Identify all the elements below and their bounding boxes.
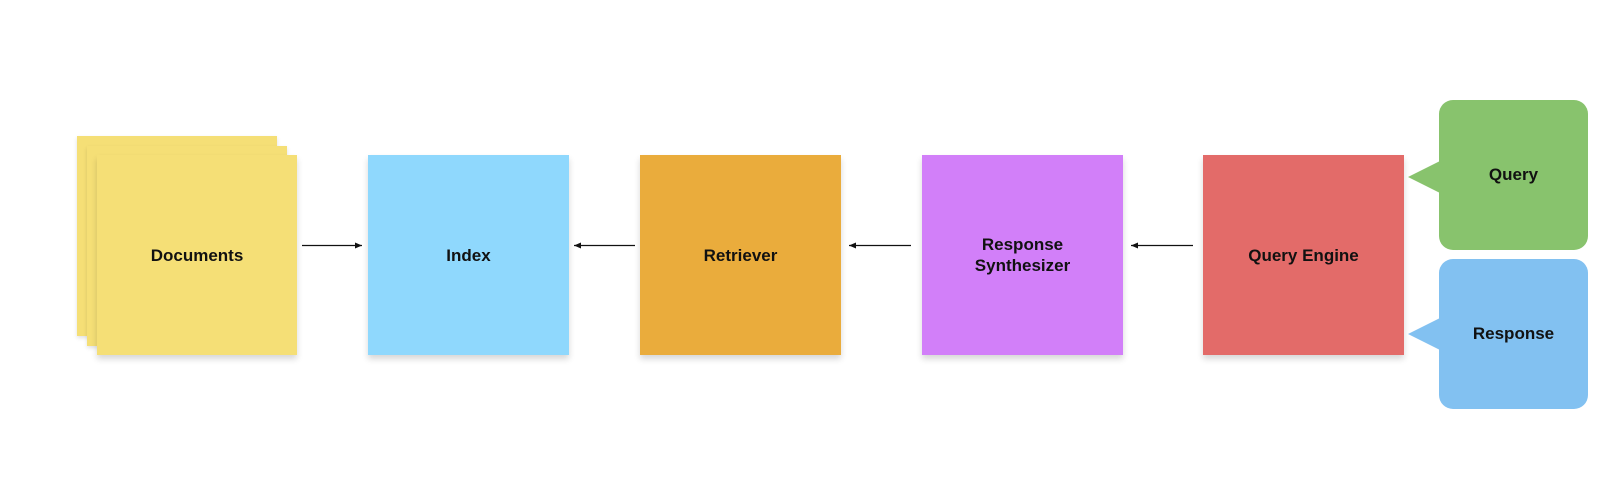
response-synthesizer-label: Response Synthesizer [974,235,1071,275]
response-synthesizer-node[interactable]: Response Synthesizer [922,155,1123,355]
retriever-label: Retriever [703,245,778,265]
query-callout-tail [1408,161,1440,193]
retriever-node[interactable]: Retriever [640,155,841,355]
query-callout[interactable]: Query [1439,100,1588,250]
query-engine-node[interactable]: Query Engine [1203,155,1404,355]
response-label: Response [1472,324,1555,343]
documents-label: Documents [150,245,244,265]
response-callout-tail [1408,318,1440,350]
query-label: Query [1488,165,1539,184]
index-label: Index [446,245,491,265]
response-callout[interactable]: Response [1439,259,1588,409]
index-node[interactable]: Index [368,155,569,355]
query-engine-label: Query Engine [1248,245,1359,265]
documents-node[interactable]: Documents [97,155,297,355]
